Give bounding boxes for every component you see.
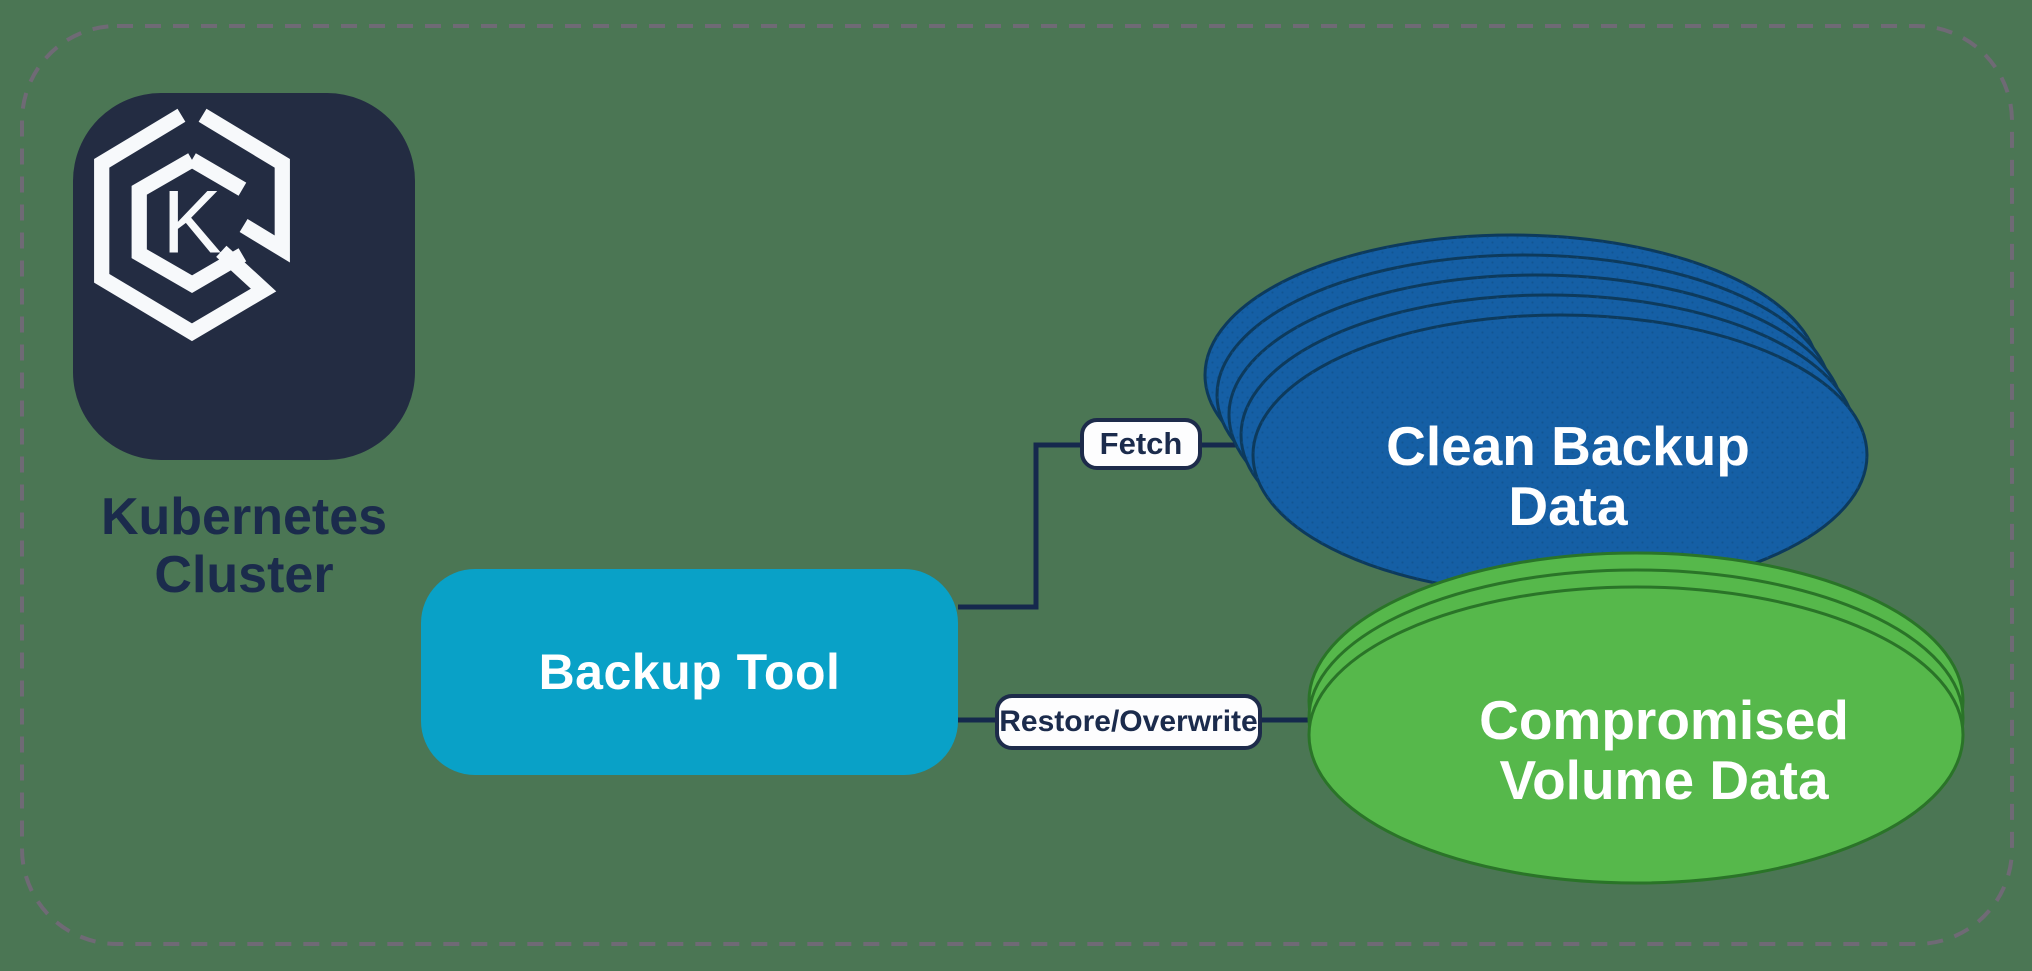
kasten-k-letter: K [162, 171, 221, 271]
dashed-border [20, 24, 2014, 946]
backup-tool-label: Backup Tool [538, 644, 841, 700]
compromised-volume-data-label: Compromised Volume Data [1479, 689, 1849, 811]
backup-tool-node: Backup Tool [421, 569, 958, 775]
kubernetes-icon-tile: K [73, 93, 415, 460]
restore-overwrite-edge-label-text: Restore/Overwrite [999, 705, 1258, 738]
clean-backup-data-label: Clean Backup Data [1386, 415, 1750, 537]
fetch-edge-label-text: Fetch [1099, 426, 1183, 461]
blue-disk-texture [1253, 315, 1867, 595]
kubernetes-cluster-label: Kubernetes Cluster [100, 488, 388, 604]
restore-overwrite-edge-label: Restore/Overwrite [995, 694, 1262, 750]
fetch-edge-label: Fetch [1080, 418, 1202, 470]
kasten-hexagon-icon: K [94, 108, 290, 342]
green-disk-front [1307, 585, 1965, 885]
